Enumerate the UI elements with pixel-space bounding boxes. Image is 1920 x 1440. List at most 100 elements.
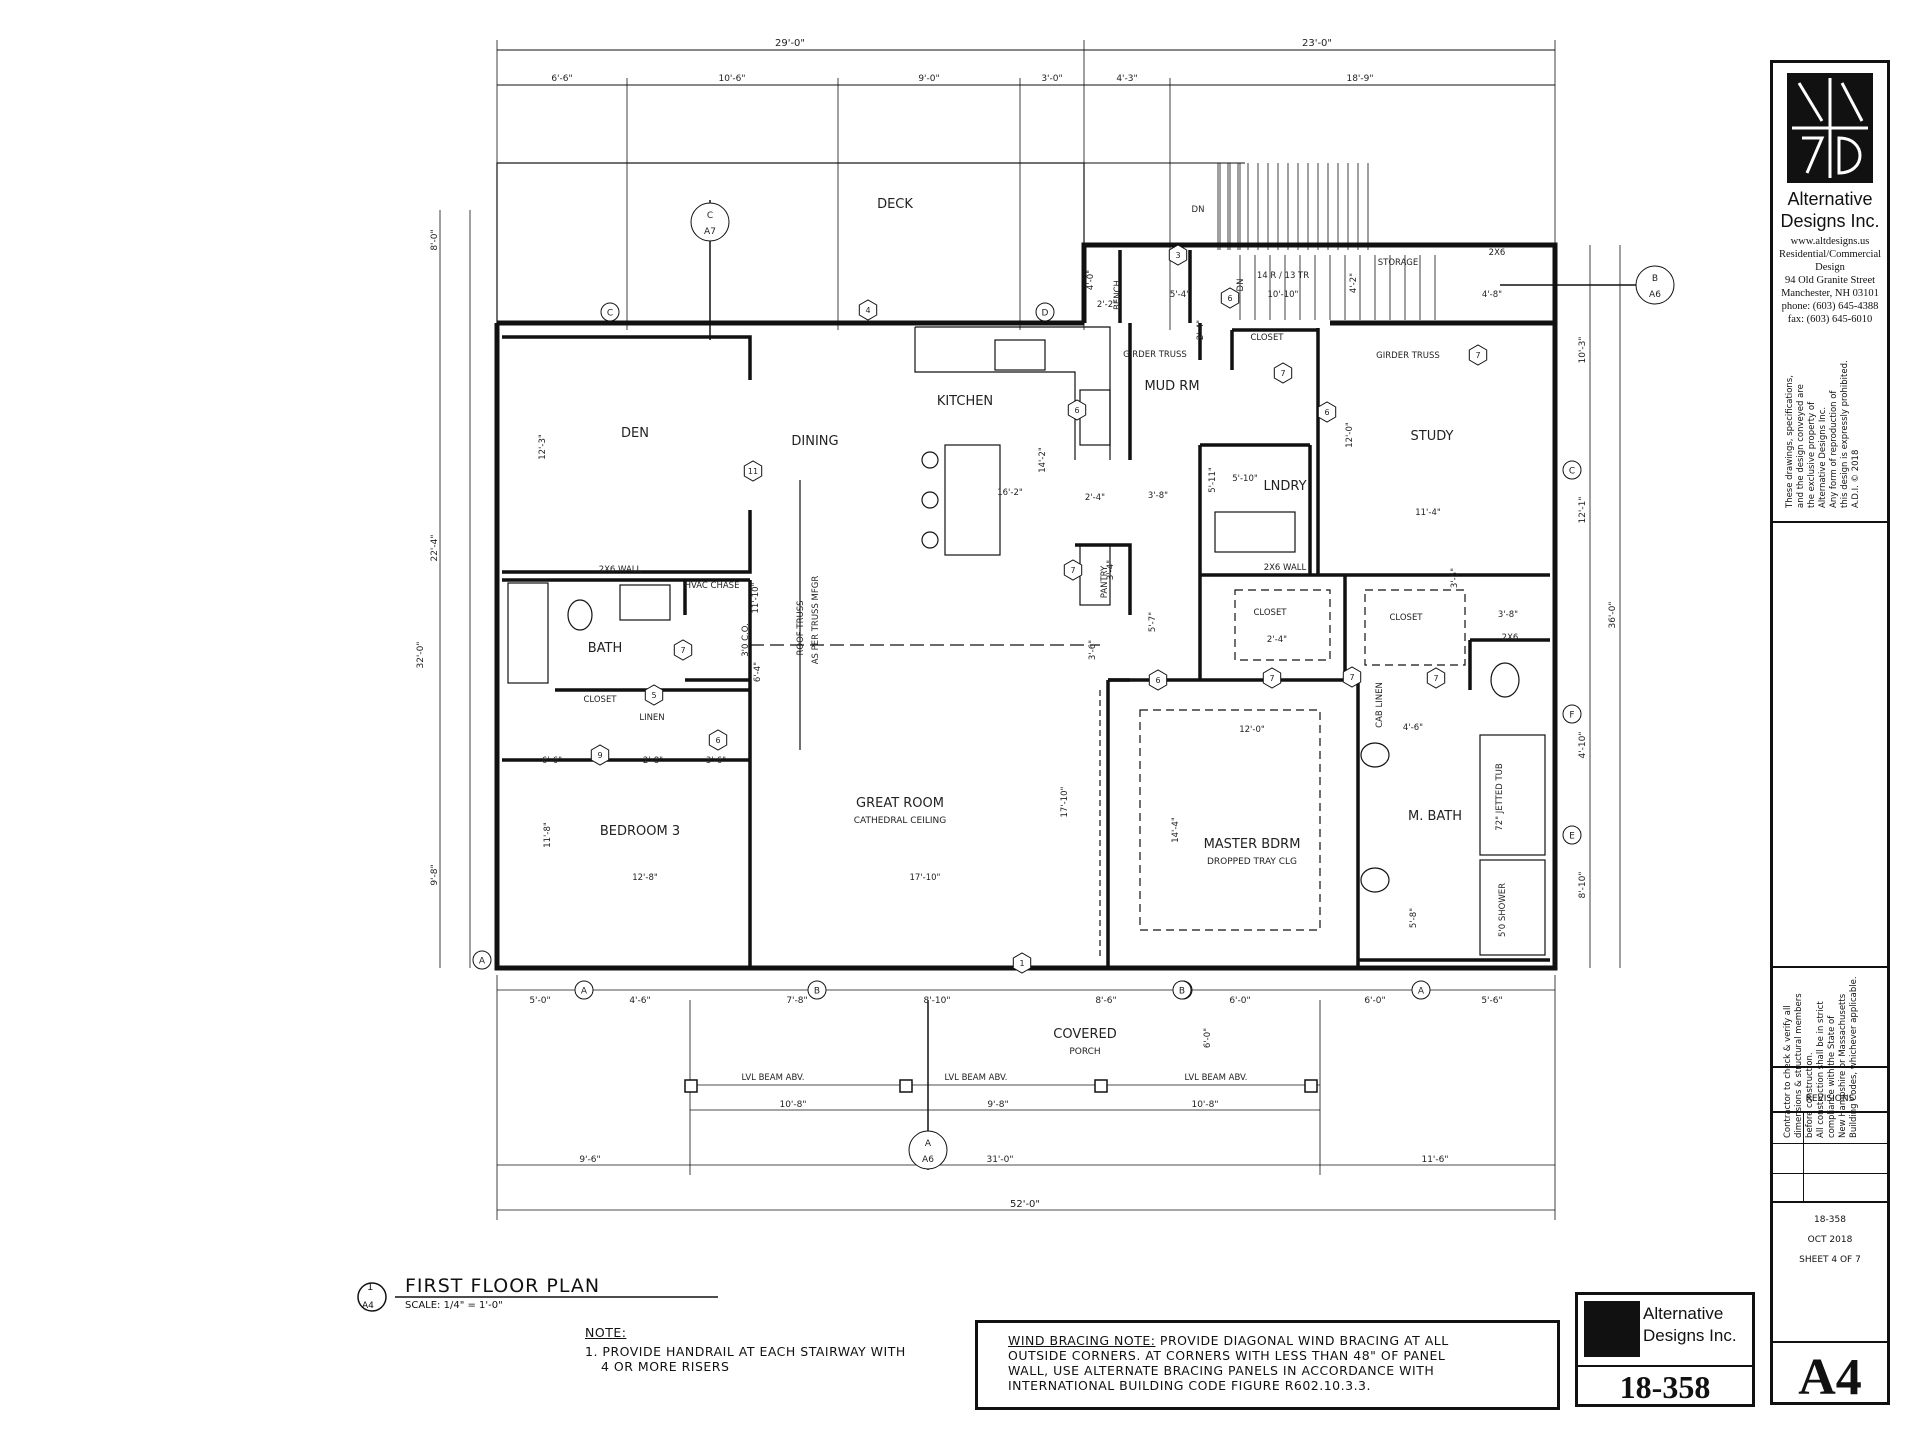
small-label: 5'0 SHOWER <box>1498 883 1508 937</box>
company-stamp: Alternative Designs Inc. 18-358 <box>1575 1292 1755 1407</box>
dimension-bottom: 7'-8" <box>786 996 807 1006</box>
door-tag-label: 7 <box>1475 351 1480 360</box>
room-label: KITCHEN <box>937 394 993 409</box>
door-tag <box>1426 667 1446 689</box>
dimension-top: 4'-3" <box>1116 74 1137 84</box>
dimension-top: 9'-0" <box>918 74 939 84</box>
grid-marker <box>1562 460 1582 480</box>
grid-marker <box>807 980 827 1000</box>
section-marker <box>1635 265 1675 305</box>
drawing-date: OCT 2018 <box>1807 1235 1853 1245</box>
wind-note-heading: WIND BRACING NOTE: <box>1008 1333 1156 1348</box>
section-marker-bottom: A6 <box>1649 290 1661 300</box>
dimension-interior: 5'-7" <box>1148 612 1158 632</box>
small-label: CAB LINEN <box>1375 682 1385 728</box>
grid-marker-label: B <box>1179 987 1185 997</box>
door-tag-label: 7 <box>1269 674 1274 683</box>
grid-marker <box>1411 980 1431 1000</box>
section-marker-top: B <box>1652 274 1658 284</box>
small-label: CLOSET <box>1253 608 1287 618</box>
door-tag <box>644 684 664 706</box>
title-callout-sheet: A4 <box>362 1301 374 1311</box>
small-label: 3'0 C.O. <box>741 623 751 657</box>
project-number: 18-358 <box>1814 1215 1846 1225</box>
dimension-interior: 4'-6" <box>1403 723 1423 733</box>
room-label: STUDY <box>1411 429 1454 444</box>
small-label: DN <box>1236 279 1246 292</box>
dimension-interior: 10'-10" <box>1268 290 1299 300</box>
door-tag <box>1063 559 1083 581</box>
section-marker <box>690 202 730 242</box>
small-label: 72" JETTED TUB <box>1495 763 1505 831</box>
stamp-project-number: 18-358 <box>1578 1365 1752 1407</box>
small-label: CLOSET <box>583 695 617 705</box>
dimension-left: 22'-4" <box>430 534 440 561</box>
dimension-porch-overall: 9'-6" <box>579 1155 600 1165</box>
dimension-bottom: 6'-0" <box>1229 996 1250 1006</box>
small-label: CLOSET <box>1250 333 1284 343</box>
dimension-interior: 5'-8" <box>1409 908 1419 928</box>
dimension-top: 18'-9" <box>1346 74 1373 84</box>
general-note-line2: 4 OR MORE RISERS <box>601 1359 730 1374</box>
section-marker-top: A <box>925 1139 932 1149</box>
door-tag-label: 7 <box>1070 566 1075 575</box>
door-tag <box>1012 952 1032 974</box>
company-logo <box>1584 1301 1640 1357</box>
company-city: Manchester, NH 03101 <box>1781 288 1879 299</box>
stamp-company-2: Designs Inc. <box>1643 1326 1737 1345</box>
section-marker-top: C <box>707 211 713 221</box>
small-label: 2X6 WALL <box>599 565 642 575</box>
dimension-interior: 12'-8" <box>632 873 658 883</box>
small-label: GIRDER TRUSS <box>1376 351 1440 361</box>
dimension-porch: 9'-8" <box>987 1100 1008 1110</box>
company-street: 94 Old Granite Street <box>1784 275 1876 286</box>
section-marker <box>908 1130 948 1170</box>
grid-marker-label: F <box>1569 711 1574 721</box>
door-tag <box>1468 344 1488 366</box>
room-label: DECK <box>877 197 913 212</box>
room-sublabel: CATHEDRAL CEILING <box>854 816 947 826</box>
dimension-overall-bottom: 52'-0" <box>1010 1199 1040 1210</box>
door-tag-label: 6 <box>1074 406 1079 415</box>
grid-marker-label: D <box>1042 309 1049 319</box>
dimension-interior: 12'-3" <box>538 434 548 460</box>
sheet-of: SHEET 4 OF 7 <box>1799 1255 1861 1265</box>
door-tag-label: 3 <box>1175 251 1180 260</box>
company-type-1: Residential/Commercial <box>1778 249 1882 260</box>
title-callout-number: 1 <box>367 1282 374 1293</box>
door-tag <box>1148 669 1168 691</box>
dimension-left: 9'-8" <box>430 864 440 885</box>
dimension-overall-top: 29'-0" <box>775 38 805 49</box>
dimension-top: 10'-6" <box>718 74 745 84</box>
general-note: NOTE: 1. PROVIDE HANDRAIL AT EACH STAIRW… <box>585 1325 906 1374</box>
door-tag <box>1067 399 1087 421</box>
room-label: MUD RM <box>1144 379 1199 394</box>
grid-marker <box>1035 302 1055 322</box>
door-tag-label: 5 <box>651 691 656 700</box>
company-website: www.altdesigns.us <box>1790 236 1870 247</box>
room-label: GREAT ROOM <box>856 796 944 811</box>
small-label: STORAGE <box>1378 258 1418 268</box>
small-label: GIRDER TRUSS <box>1123 350 1187 360</box>
dimension-interior: 12'-0" <box>1345 422 1355 448</box>
general-note-heading: NOTE: <box>585 1325 627 1340</box>
door-tag-label: 4 <box>865 306 870 315</box>
wind-bracing-note: WIND BRACING NOTE: PROVIDE DIAGONAL WIND… <box>975 1320 1560 1410</box>
drawing-title-block: FIRST FLOOR PLAN SCALE: 1/4" = 1'-0" 1 A… <box>345 1265 725 1315</box>
section-marker-bottom: A6 <box>922 1155 934 1165</box>
dimension-right: 8'-10" <box>1578 871 1588 898</box>
dimension-interior: 3'-5" <box>1450 568 1460 588</box>
dimension-interior: 6'-4" <box>753 662 763 682</box>
project-info-section: 18-358 OCT 2018 SHEET 4 OF 7 <box>1773 1203 1887 1343</box>
grid-marker <box>1562 704 1582 724</box>
dimension-porch-overall: 11'-6" <box>1421 1155 1448 1165</box>
title-block-company-1: Alternative <box>1787 189 1873 209</box>
door-tag <box>1220 287 1240 309</box>
small-label: 14 R / 13 TR <box>1257 271 1309 281</box>
dimension-interior: 4'-8" <box>1482 290 1502 300</box>
dimension-interior: 3'-8" <box>1498 610 1518 620</box>
company-phone: phone: (603) 645-4388 <box>1781 301 1879 312</box>
room-sublabel: DROPPED TRAY CLG <box>1207 857 1297 867</box>
door-tag-label: 7 <box>1349 673 1354 682</box>
grid-marker-label: B <box>814 987 820 997</box>
